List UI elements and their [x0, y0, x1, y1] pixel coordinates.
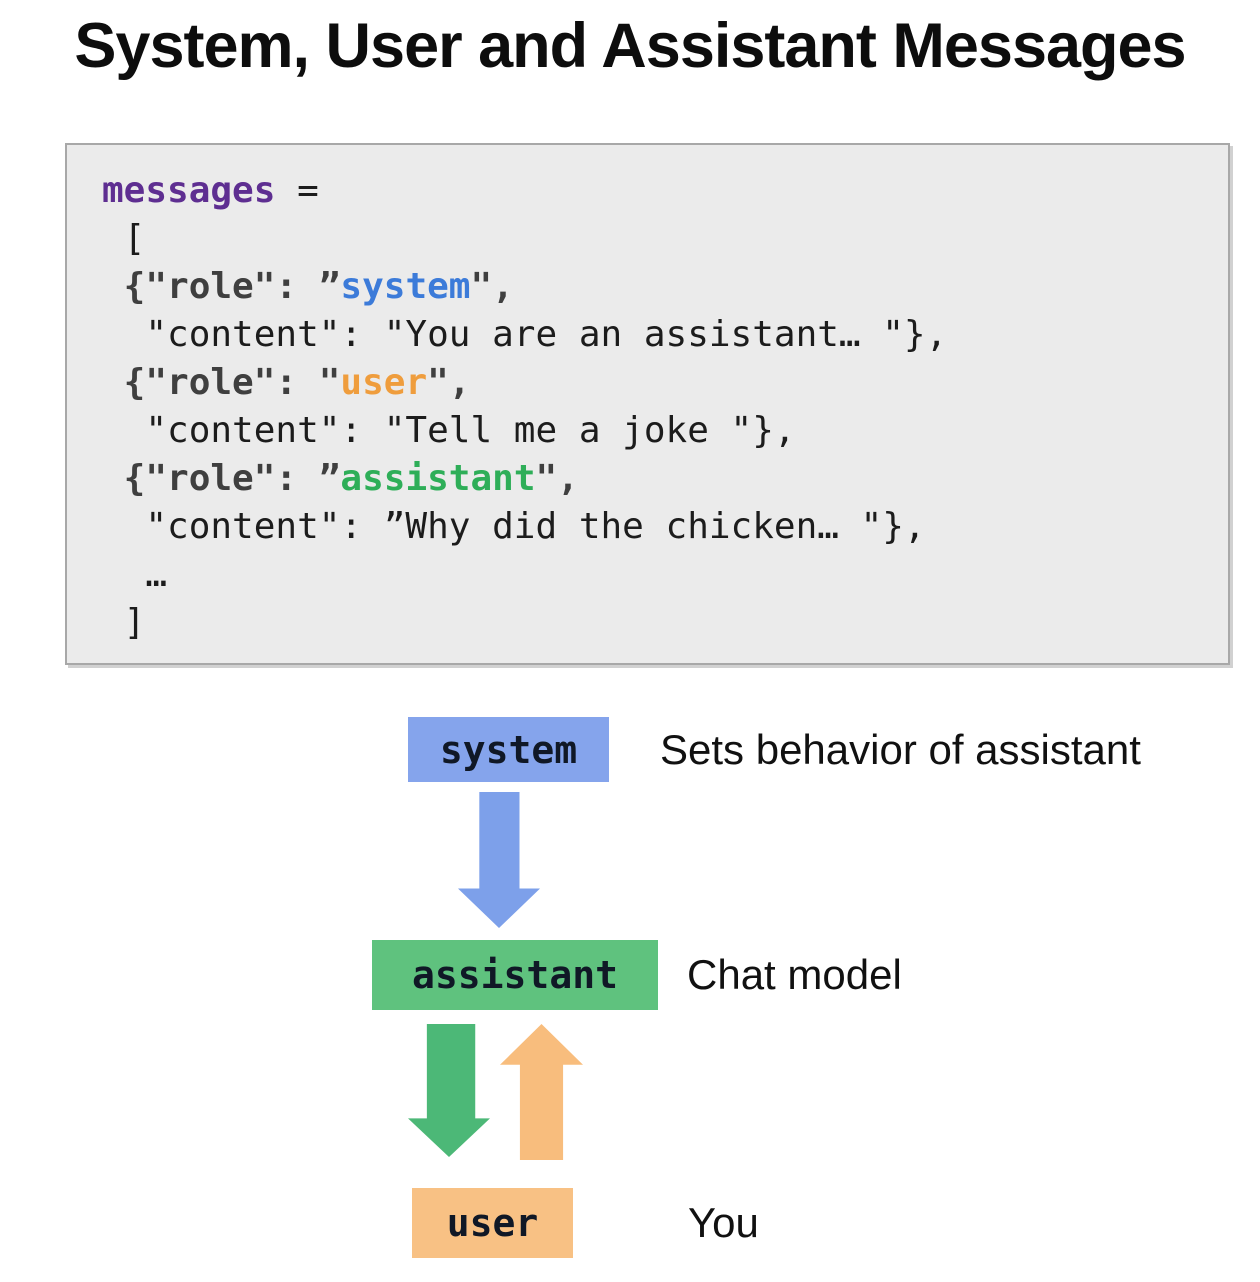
code-text: {"role": ": [102, 362, 341, 403]
code-text: ",: [470, 266, 514, 307]
user-annotation: You: [688, 1199, 759, 1246]
role-system-value: system: [340, 266, 471, 307]
assistant-to-user-arrow-icon: [408, 1024, 490, 1157]
code-line: …: [102, 551, 1228, 599]
assistant-annotation: Chat model: [687, 951, 902, 998]
code-line: {"role": ”assistant",: [102, 455, 1228, 503]
code-text: ]: [102, 602, 146, 643]
code-text: =: [275, 170, 319, 211]
user-role-box: user: [412, 1188, 573, 1258]
assistant-content-text: "content": ”Why did the chicken… "},: [102, 506, 926, 547]
ellipsis-text: …: [102, 554, 168, 595]
code-text: {"role": ”: [102, 458, 341, 499]
code-text: [: [102, 218, 146, 259]
role-assistant-value: assistant: [340, 458, 536, 499]
role-user-value: user: [340, 362, 428, 403]
system-role-label: system: [439, 727, 578, 772]
code-text: ",: [535, 458, 579, 499]
code-text: ",: [427, 362, 471, 403]
system-content-text: "content": "You are an assistant… "},: [102, 314, 948, 355]
messages-keyword: messages: [102, 170, 276, 211]
user-content-text: "content": "Tell me a joke "},: [102, 410, 796, 451]
code-line: {"role": "user",: [102, 359, 1228, 407]
system-annotation: Sets behavior of assistant: [660, 726, 1141, 773]
system-to-assistant-arrow-icon: [458, 792, 540, 928]
code-text: {"role": ”: [102, 266, 341, 307]
user-role-label: user: [446, 1201, 539, 1245]
page-title: System, User and Assistant Messages: [74, 11, 1186, 81]
code-line: "content": "You are an assistant… "},: [102, 311, 1228, 359]
code-line: [: [102, 215, 1228, 263]
code-line: ]: [102, 599, 1228, 647]
system-role-box: system: [408, 717, 609, 782]
assistant-role-box: assistant: [372, 940, 658, 1010]
code-line: "content": "Tell me a joke "},: [102, 407, 1228, 455]
user-to-assistant-arrow-icon: [500, 1024, 583, 1160]
code-line: "content": ”Why did the chicken… "},: [102, 503, 1228, 551]
code-line: {"role": ”system",: [102, 263, 1228, 311]
assistant-role-label: assistant: [412, 953, 618, 997]
code-line: messages =: [102, 167, 1228, 215]
messages-code-block: messages = [ {"role": ”system", "content…: [65, 143, 1230, 665]
